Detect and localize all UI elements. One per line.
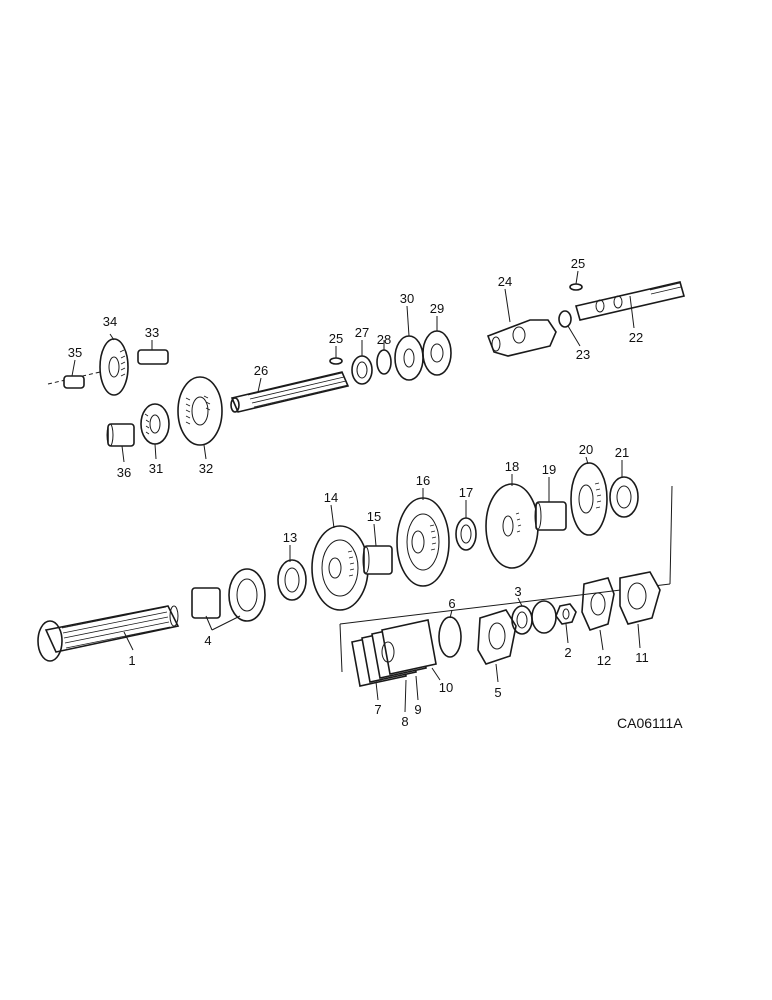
callout-3: 3 [514, 584, 521, 599]
part-18-plate [485, 483, 539, 569]
callout-17: 17 [459, 485, 473, 500]
part-11-cover [619, 571, 661, 625]
callout-7: 7 [374, 702, 381, 717]
part-15-bushing [362, 545, 393, 575]
part-4-bearing [191, 568, 266, 622]
part-25-key [329, 357, 343, 365]
callout-26: 26 [254, 363, 268, 378]
part-17-ring [455, 517, 477, 551]
part-23-ring [558, 310, 572, 328]
centerline [47, 371, 101, 385]
callout-25-upper: 25 [571, 256, 585, 271]
part-7-10-shims [351, 619, 437, 687]
part-24-yoke [486, 319, 557, 357]
part-1-input-shaft [37, 605, 180, 662]
callout-11: 11 [635, 650, 649, 665]
callout-23: 23 [576, 347, 590, 362]
part-19-bushing [534, 501, 567, 531]
callout-30: 30 [400, 291, 414, 306]
callout-24: 24 [498, 274, 512, 289]
part-36-bushing [106, 423, 135, 447]
bracket-line [339, 623, 343, 673]
part-34-gear [99, 338, 129, 396]
part-33-rod [137, 349, 169, 365]
callout-34: 34 [103, 314, 117, 329]
callout-6: 6 [448, 596, 455, 611]
callout-18: 18 [505, 459, 519, 474]
callout-8: 8 [401, 714, 408, 729]
part-16-gear [396, 497, 450, 587]
callout-33: 33 [145, 325, 159, 340]
part-21-bearing [609, 476, 639, 518]
part-32-gear [177, 376, 223, 446]
callout-25-lower: 25 [329, 331, 343, 346]
callout-35: 35 [68, 345, 82, 360]
part-29-washer [422, 330, 452, 376]
callout-15: 15 [367, 509, 381, 524]
callout-36: 36 [117, 465, 131, 480]
part-25-key-upper [569, 283, 583, 291]
callout-27: 27 [355, 325, 369, 340]
part-2-nut [555, 603, 577, 625]
callout-22: 22 [629, 330, 643, 345]
part-26-shaft [230, 371, 350, 413]
part-20-gear [570, 462, 608, 536]
part-22-shaft [574, 281, 686, 321]
callout-2: 2 [564, 645, 571, 660]
part-3-bearing [511, 600, 557, 635]
part-30-plate [394, 335, 424, 381]
part-13-bearing [277, 559, 307, 601]
callout-5: 5 [494, 685, 501, 700]
callout-29: 29 [430, 301, 444, 316]
callout-9: 9 [414, 702, 421, 717]
upper-shaft-assembly [47, 270, 686, 463]
callout-13: 13 [283, 530, 297, 545]
part-35-pin [63, 375, 85, 389]
part-28-snap-ring [376, 349, 392, 375]
callout-32: 32 [199, 461, 213, 476]
bracket-line [669, 485, 673, 585]
callout-14: 14 [324, 490, 338, 505]
callout-16: 16 [416, 473, 430, 488]
callout-31: 31 [149, 461, 163, 476]
callout-19: 19 [542, 462, 556, 477]
lower-shaft-assembly [37, 456, 673, 713]
callout-12: 12 [597, 653, 611, 668]
part-14-gear [311, 525, 369, 611]
callout-28: 28 [377, 332, 391, 347]
drawing-reference-code: CA06111A [617, 715, 683, 731]
bracket-line [339, 594, 581, 625]
part-27-ring [351, 355, 373, 385]
part-6-snap-ring [438, 616, 462, 658]
part-5-retainer [477, 609, 517, 665]
part-31-gear [140, 403, 170, 445]
callout-4: 4 [204, 633, 211, 648]
callout-21: 21 [615, 445, 629, 460]
callout-10: 10 [439, 680, 453, 695]
callout-1: 1 [128, 653, 135, 668]
part-12-gasket [581, 577, 615, 631]
callout-labels: 1 2 3 4 5 6 7 8 9 10 11 12 13 14 15 16 1… [68, 256, 649, 729]
callout-20: 20 [579, 442, 593, 457]
